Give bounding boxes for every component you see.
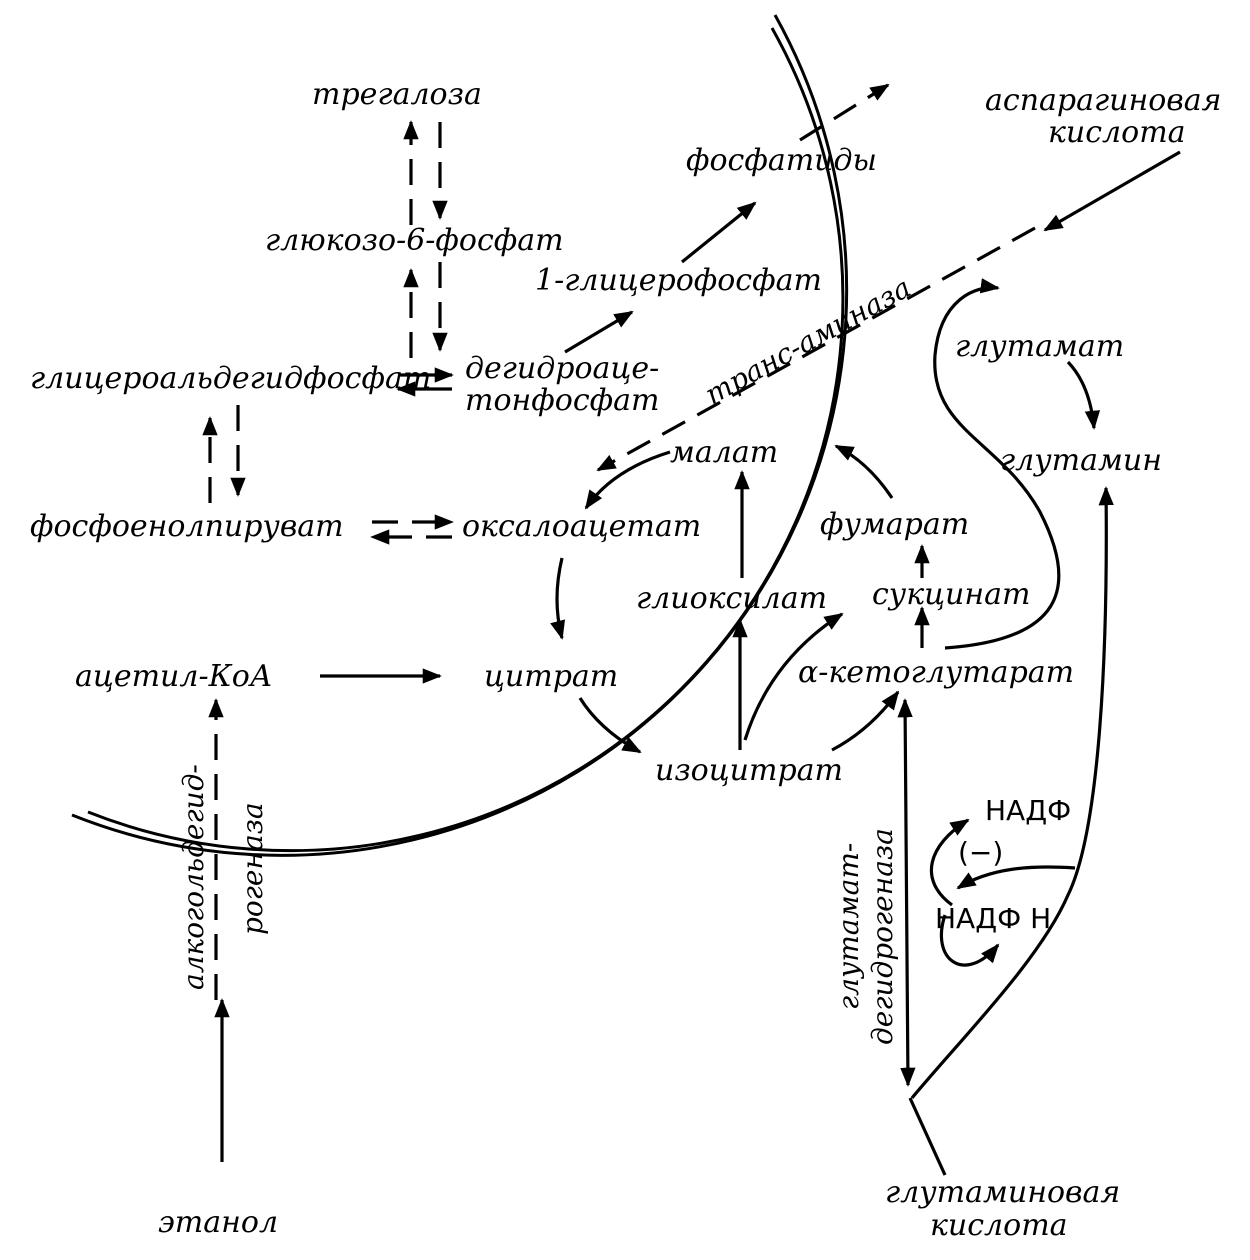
glutamic-import-arrow: [908, 1097, 947, 1176]
label-gdh-line1: глутамат-: [832, 843, 865, 1010]
label-glutamic-line1: глутаминовая: [885, 1175, 1120, 1210]
label-glutamine: глутамин: [1000, 443, 1162, 478]
label-glutamic-line2: кислота: [930, 1208, 1068, 1243]
label-malate: малат: [670, 435, 778, 470]
label-inhibition: (−): [958, 836, 1003, 869]
label-dhap-line2: тонфосфат: [465, 383, 659, 418]
label-adh-line1: алкогольдегид-: [177, 764, 210, 990]
label-acetyl-coa: ацетил-КоА: [75, 659, 273, 694]
dhap-to-glycerophosphate-arrow: [564, 310, 634, 354]
label-succinate: сукцинат: [872, 577, 1030, 612]
fumarate-to-malate-arrow: [834, 444, 894, 499]
label-oxaloacetate: оксалоацетат: [462, 509, 701, 544]
phosphatides-to-membrane-arrow: [799, 83, 890, 142]
label-pep: фосфоенолпируват: [30, 509, 344, 544]
label-glyoxylate: глиоксилат: [636, 581, 827, 616]
label-nadp: НАДФ: [985, 794, 1071, 827]
label-dhap-line1: дегидроаце-: [465, 351, 659, 386]
label-glycerophosphate: 1-глицерофосфат: [535, 263, 822, 298]
label-glutamate: глутамат: [955, 329, 1124, 364]
malate-to-oaa-arrow: [584, 450, 671, 510]
isocitrate-to-succinate-arrow: [743, 612, 844, 741]
glutamic-to-glutamine-arrow: [910, 486, 1114, 1100]
transaminase-dashed-arrow: [596, 226, 1036, 472]
label-phosphatides: фосфатиды: [686, 143, 877, 178]
label-glyceraldehyde-phosphate: глицероальдегидфосфат: [30, 361, 431, 396]
label-alpha-ketoglutarate: α-кетоглутарат: [798, 655, 1074, 690]
cell-wall-inner: [87, 27, 845, 853]
trehalose-g6p-arrows: [403, 120, 448, 225]
label-adh-line2: рогеназа: [236, 802, 269, 935]
nadph-return-arrow: [939, 914, 1000, 967]
isocitrate-to-akg-arrow: [831, 690, 900, 752]
label-isocitrate: изоцитрат: [655, 753, 843, 788]
label-ethanol: этанол: [158, 1205, 278, 1240]
akg-to-glutamate-loop-arrow: [933, 278, 1061, 650]
aspartate-import-arrow: [1043, 150, 1181, 232]
label-nadph: НАДФ Н: [935, 902, 1051, 935]
gap-dhap-arrows: [396, 367, 454, 397]
citrate-to-isocitrate-arrow: [578, 697, 642, 754]
glutamate-to-glutamine-arrow: [1066, 360, 1101, 430]
label-glucose-6-phosphate: глюкозо-6-фосфат: [265, 223, 564, 258]
label-fumarate: фумарат: [820, 507, 969, 542]
label-citrate: цитрат: [484, 659, 618, 694]
nadph-cycle-arrow: [956, 865, 1076, 890]
label-aspartic-line1: аспарагиновая: [985, 83, 1222, 118]
gap-pep-arrows: [202, 405, 246, 503]
glycerophosphate-to-phosphatides-arrow: [680, 201, 757, 264]
nadp-return-arrow: [929, 818, 970, 907]
label-aspartic-line2: кислота: [1048, 115, 1186, 150]
pep-oaa-arrows: [370, 514, 454, 545]
g6p-dhap-arrows: [403, 262, 448, 358]
label-trehalose: трегалоза: [312, 77, 482, 112]
label-gdh-line2: дегидрогеназа: [866, 828, 899, 1045]
gdh-double-arrow: [897, 698, 916, 1087]
oaa-to-citrate-arrow: [550, 557, 566, 640]
